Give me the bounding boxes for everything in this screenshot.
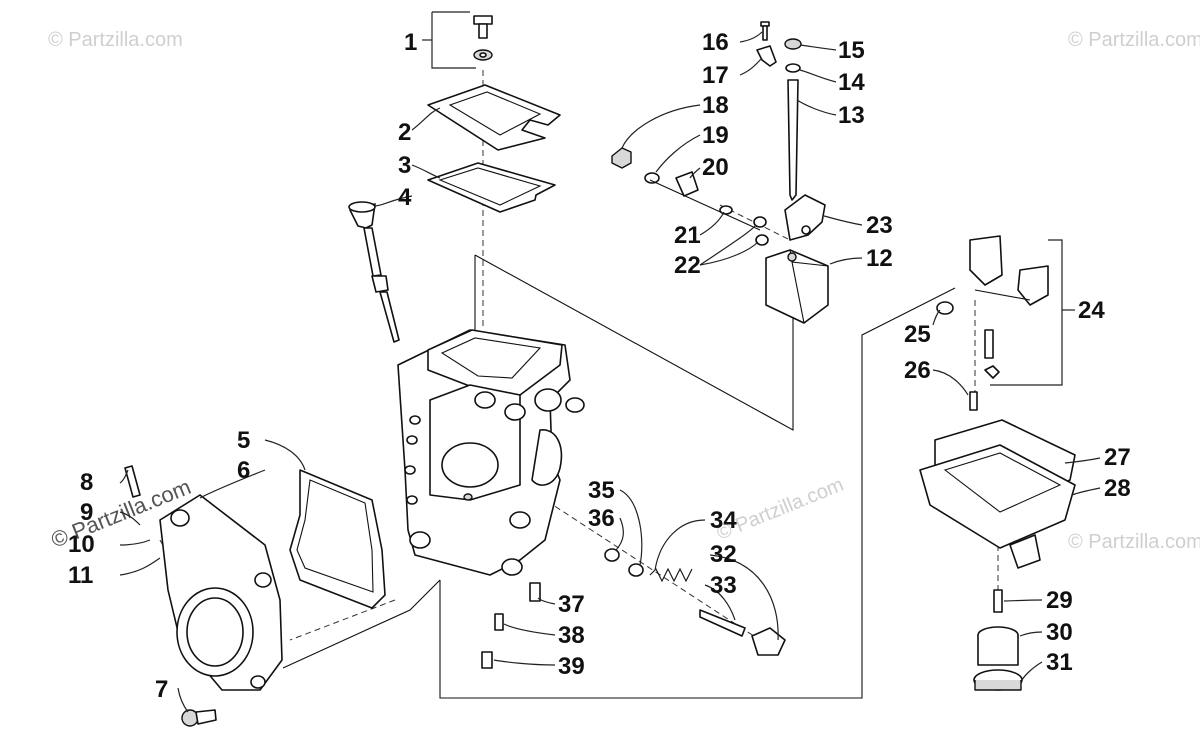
watermark-top-right: © Partzilla.com: [1068, 29, 1200, 51]
callout-36: 36: [588, 505, 615, 532]
part-26-screw: [969, 391, 978, 411]
callout-33: 33: [710, 572, 737, 599]
callout-4: 4: [398, 184, 412, 211]
callout-28: 28: [1104, 475, 1131, 502]
callout-24: 24: [1078, 297, 1105, 324]
part-17-clip: [756, 45, 777, 67]
callout-23: 23: [866, 212, 893, 239]
part-29-screw: [993, 589, 1003, 613]
callout-9: 9: [80, 499, 93, 526]
callout-16: 16: [702, 29, 729, 56]
part-24-float-assembly: [969, 235, 1049, 379]
part-30-nut: [977, 626, 1019, 666]
part-8-screw: [124, 465, 141, 498]
callout-20: 20: [702, 154, 729, 181]
part-23-lever: [784, 194, 826, 241]
callout-27: 27: [1104, 444, 1131, 471]
part-36-oring: [628, 563, 644, 577]
callout-3: 3: [398, 152, 411, 179]
part-25-oring: [936, 301, 954, 315]
callout-39: 39: [558, 653, 585, 680]
callout-19: 19: [702, 122, 729, 149]
part-20-plate: [675, 171, 699, 197]
callout-1: 1: [404, 29, 417, 56]
part-5-gasket: [289, 469, 386, 609]
part-16-screw: [760, 21, 770, 41]
part-28-float-bowl: [919, 444, 1076, 569]
watermark-top-left: © Partzilla.com: [48, 29, 183, 51]
callout-5: 5: [237, 427, 250, 454]
part-15-cap: [784, 38, 802, 50]
callout-18: 18: [702, 92, 729, 119]
callout-35: 35: [588, 477, 615, 504]
part-37-plug: [529, 582, 541, 602]
part-14-washer: [785, 63, 801, 73]
callout-26: 26: [904, 357, 931, 384]
part-1-screw-washer: [473, 15, 493, 61]
callout-25: 25: [904, 321, 931, 348]
part-33-screw: [699, 609, 746, 637]
watermark-mid-right: © Partzilla.com: [1068, 531, 1200, 553]
callout-37: 37: [558, 591, 585, 618]
callout-10: 10: [68, 531, 95, 558]
callout-34: 34: [710, 507, 737, 534]
callout-13: 13: [838, 102, 865, 129]
callout-15: 15: [838, 37, 865, 64]
callout-31: 31: [1046, 649, 1073, 676]
part-38-jet: [494, 613, 504, 631]
part-18-nut: [611, 147, 632, 169]
callout-6: 6: [237, 457, 250, 484]
callout-labels: 1 2 3 4 5 6 7 8 9 10 11 12 13 14 15 16 1…: [68, 29, 1131, 703]
carburetor-body: [397, 329, 585, 576]
leader-lines: [119, 11, 1101, 713]
part-34-spring: [649, 567, 693, 583]
part-19-washer: [644, 172, 660, 184]
part-32-knob: [751, 627, 786, 656]
callout-7: 7: [155, 676, 168, 703]
part-4-plunger: [348, 201, 400, 343]
callout-17: 17: [702, 62, 729, 89]
callout-8: 8: [80, 469, 93, 496]
callout-22: 22: [674, 252, 701, 279]
part-31-drain-plug: [973, 669, 1023, 691]
callout-21: 21: [674, 222, 701, 249]
part-21-shaft: [649, 179, 761, 231]
part-35-washer: [604, 548, 620, 562]
callout-30: 30: [1046, 619, 1073, 646]
part-13-jet-needle: [787, 79, 799, 201]
callout-12: 12: [866, 245, 893, 272]
part-2-top-cover: [427, 84, 561, 151]
part-6-intake-flange: [159, 494, 283, 691]
part-39-jet: [481, 651, 493, 669]
part-12-throttle-slide: [765, 249, 829, 324]
part-22-washers: [753, 216, 769, 246]
callout-32: 32: [710, 541, 737, 568]
part-3-gasket: [427, 162, 556, 213]
callout-14: 14: [838, 69, 865, 96]
callout-38: 38: [558, 622, 585, 649]
callout-11: 11: [68, 562, 93, 589]
callout-29: 29: [1046, 587, 1073, 614]
callout-2: 2: [398, 119, 411, 146]
part-7-screw: [181, 709, 217, 727]
